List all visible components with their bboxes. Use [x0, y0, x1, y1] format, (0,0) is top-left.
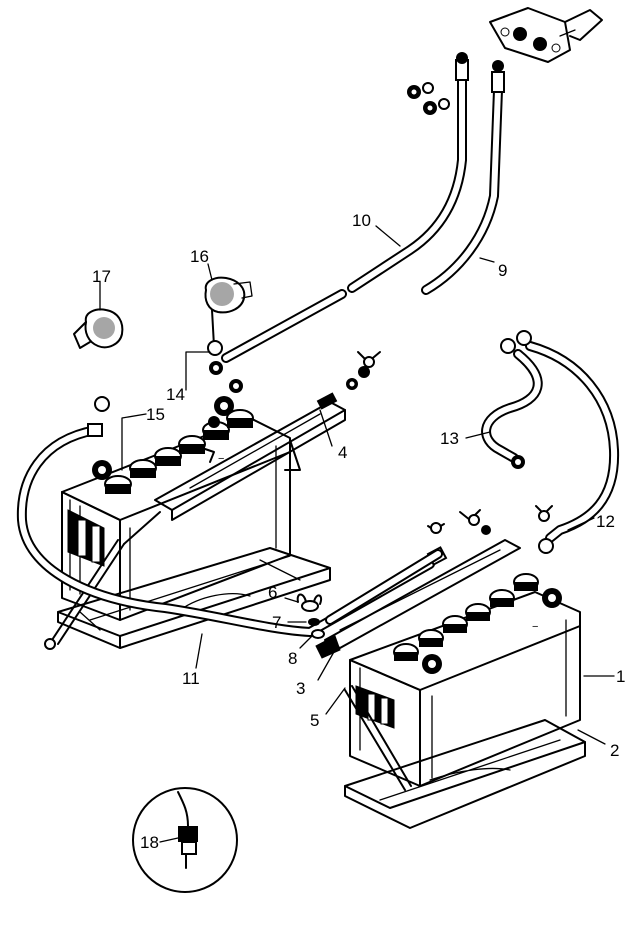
terminal-cover-17 — [73, 308, 124, 412]
cable-10 — [221, 52, 469, 363]
washer-7 — [308, 618, 320, 626]
hold-down-bar — [154, 392, 346, 521]
callout-11: 11 — [182, 669, 200, 688]
callout-16: 16 — [190, 247, 209, 266]
detail-inset-18 — [132, 787, 238, 893]
callout-6: 6 — [268, 583, 277, 602]
wing-nut-6 — [296, 593, 323, 612]
terminal-cover-16 — [204, 276, 253, 375]
leader-lines — [99, 225, 615, 843]
callout-1: 1 — [616, 667, 625, 686]
left-battery — [44, 396, 331, 650]
callout-labels: 1 2 3 4 5 6 7 8 9 10 11 12 13 14 15 16 1… — [92, 211, 625, 852]
callout-17: 17 — [92, 267, 111, 286]
callout-15: 15 — [146, 405, 165, 424]
starter-terminal-block — [489, 7, 603, 63]
right-battery-terminal-negative — [422, 654, 442, 674]
polarity-mark-left: − — [218, 453, 224, 465]
callout-8: 8 — [288, 649, 297, 668]
polarity-marks: − − — [218, 453, 538, 633]
right-battery-terminal-positive — [542, 588, 562, 608]
cable-9 — [421, 60, 505, 295]
callout-9: 9 — [498, 261, 507, 280]
left-terminal-clamps — [195, 379, 243, 463]
left-battery-case — [61, 417, 291, 621]
callout-12: 12 — [596, 512, 615, 531]
terminal-nuts — [407, 82, 450, 115]
callout-18: 18 — [140, 833, 159, 852]
cable-12 — [516, 330, 620, 554]
left-battery-cell-caps — [104, 409, 254, 494]
callout-2: 2 — [610, 741, 619, 760]
callout-4: 4 — [338, 443, 347, 462]
right-battery-cell-caps — [393, 573, 539, 661]
left-battery-terminal-positive — [214, 396, 234, 416]
callout-10: 10 — [352, 211, 371, 230]
cable-13 — [481, 338, 543, 469]
callout-7: 7 — [272, 613, 281, 632]
callout-3: 3 — [296, 679, 305, 698]
right-hold-down-rod — [344, 685, 412, 791]
jumper-cable-short — [325, 549, 443, 625]
left-battery-terminal-negative — [92, 460, 112, 480]
callout-14: 14 — [166, 385, 185, 404]
callout-5: 5 — [310, 711, 319, 730]
hold-down-wing-nut — [346, 351, 381, 390]
right-battery — [344, 573, 586, 829]
polarity-mark-right: − — [532, 621, 538, 633]
right-wing-nuts — [427, 505, 553, 535]
callout-13: 13 — [440, 429, 459, 448]
right-hold-down-bar — [315, 539, 521, 659]
washer-8 — [311, 629, 325, 639]
